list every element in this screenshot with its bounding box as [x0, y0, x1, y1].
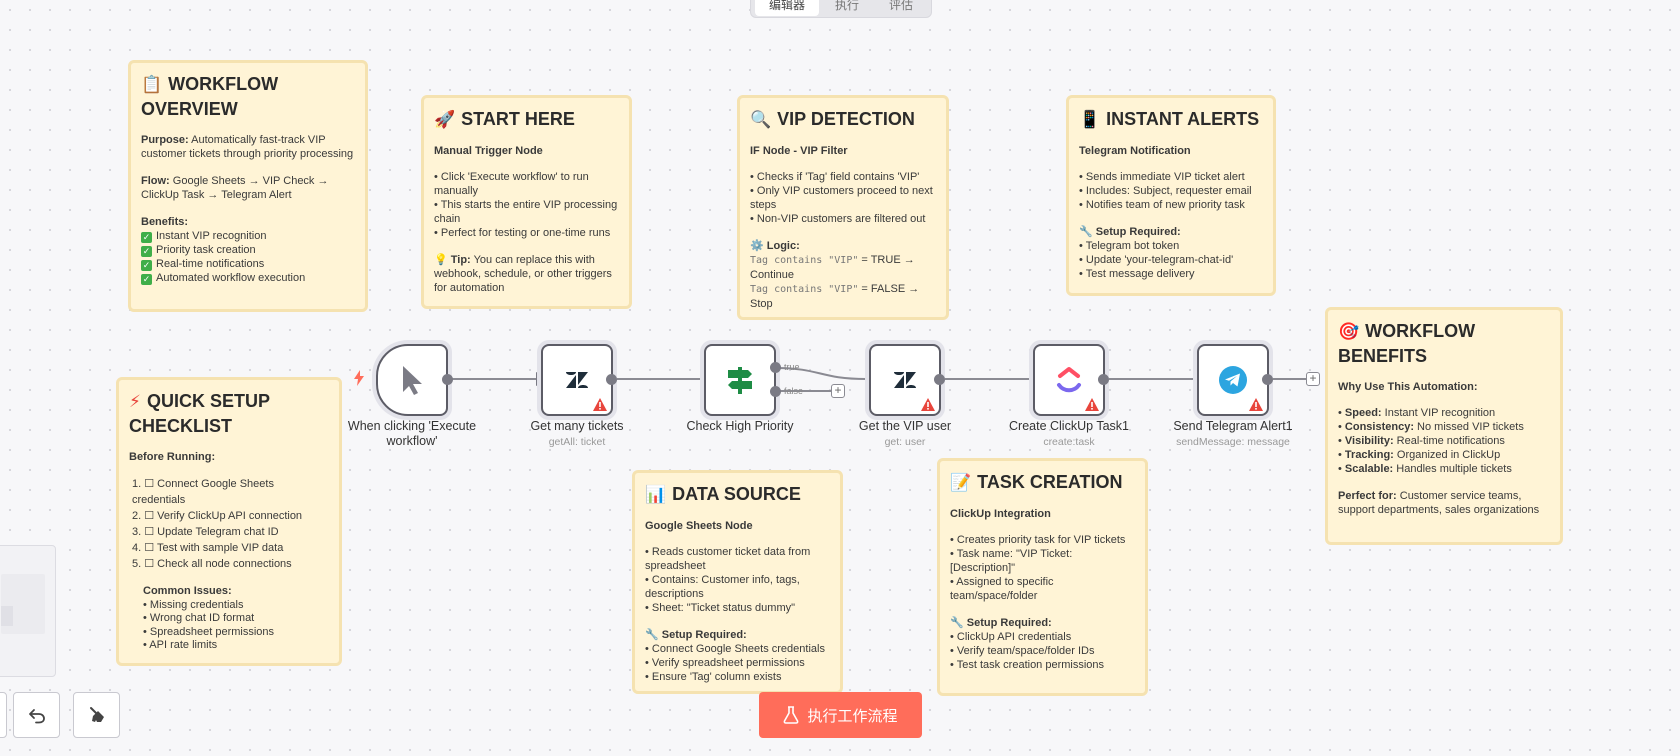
- wrench-icon: 🔧: [645, 629, 659, 641]
- warning-icon: [593, 398, 607, 411]
- phone-icon: 📱: [1079, 110, 1101, 129]
- edge-true-get-user: [775, 367, 867, 380]
- add-node-button[interactable]: +: [1306, 372, 1320, 386]
- node-get-vip-user[interactable]: [869, 344, 941, 416]
- lightbulb-icon: 💡: [434, 254, 448, 266]
- note-data-source[interactable]: 📊DATA SOURCE Google Sheets Node • Reads …: [632, 470, 843, 694]
- target-icon: 🎯: [1338, 322, 1360, 341]
- input-port[interactable]: [536, 372, 542, 386]
- zendesk-icon: [871, 346, 939, 414]
- node-check-high-priority[interactable]: [704, 344, 776, 416]
- note-workflow-overview[interactable]: 📋WORKFLOW OVERVIEW Purpose: Automaticall…: [128, 60, 368, 312]
- output-port-true[interactable]: [770, 362, 781, 373]
- output-port[interactable]: [1262, 374, 1273, 385]
- broom-icon: [89, 707, 104, 722]
- node-send-telegram-alert[interactable]: [1197, 344, 1269, 416]
- undo-button[interactable]: [13, 692, 60, 738]
- note-start-here[interactable]: 🚀START HERE Manual Trigger Node • Click …: [421, 95, 632, 309]
- note-quick-setup-checklist[interactable]: ⚡QUICK SETUP CHECKLIST Before Running: 1…: [116, 377, 342, 666]
- output-port[interactable]: [1098, 374, 1109, 385]
- edge-label-false: false: [784, 386, 804, 396]
- tab-editor[interactable]: 编辑器: [755, 0, 820, 16]
- output-port[interactable]: [442, 374, 453, 385]
- bar-chart-icon: 📊: [645, 485, 667, 504]
- note-instant-alerts[interactable]: 📱INSTANT ALERTS Telegram Notification • …: [1066, 95, 1276, 296]
- magnifier-icon: 🔍: [750, 110, 772, 129]
- node-manual-trigger[interactable]: [376, 344, 448, 416]
- node-label: When clicking 'Execute workflow': [347, 419, 477, 448]
- node-create-clickup-task[interactable]: [1033, 344, 1105, 416]
- node-label: Check High Priority: [686, 419, 794, 433]
- note-workflow-benefits[interactable]: 🎯WORKFLOW BENEFITS Why Use This Automati…: [1325, 307, 1563, 545]
- lightning-icon: ⚡: [129, 392, 141, 411]
- node-label: Send Telegram Alert1: [1173, 419, 1293, 433]
- checkmark-icon: ✓: [141, 246, 152, 257]
- checkmark-icon: ✓: [141, 232, 152, 243]
- gear-icon: ⚙️: [750, 240, 764, 252]
- zendesk-icon: [543, 346, 611, 414]
- node-label: Get the VIP user: [858, 419, 952, 433]
- view-tabs: 编辑器 执行 评估: [750, 0, 933, 18]
- node-get-many-tickets[interactable]: [541, 344, 613, 416]
- node-label: Get many tickets: [530, 419, 624, 433]
- node-label: Create ClickUp Task1: [1009, 419, 1129, 433]
- cursor-icon: [378, 346, 446, 414]
- signpost-icon: [706, 346, 774, 414]
- output-port[interactable]: [934, 374, 945, 385]
- output-port-false[interactable]: [770, 386, 781, 397]
- warning-icon: [1085, 398, 1099, 411]
- telegram-icon: [1199, 346, 1267, 414]
- add-node-button[interactable]: +: [831, 384, 845, 398]
- checkmark-icon: ✓: [141, 274, 152, 285]
- execute-workflow-button[interactable]: 执行工作流程: [759, 692, 922, 738]
- tab-executions[interactable]: 执行: [835, 0, 860, 12]
- rocket-icon: 🚀: [434, 110, 456, 129]
- note-task-creation[interactable]: 📝TASK CREATION ClickUp Integration • Cre…: [937, 458, 1148, 696]
- side-panel: [0, 545, 56, 677]
- flask-icon: [784, 706, 799, 724]
- undo-icon: [28, 709, 45, 724]
- note-title: WORKFLOW OVERVIEW: [141, 74, 279, 119]
- warning-icon: [921, 398, 935, 411]
- tab-evaluations[interactable]: 评估: [889, 0, 914, 12]
- warning-icon: [1249, 398, 1263, 411]
- output-port[interactable]: [606, 374, 617, 385]
- node-subtitle: create:task: [1043, 436, 1095, 448]
- note-vip-detection[interactable]: 🔍VIP DETECTION IF Node - VIP Filter • Ch…: [737, 95, 949, 320]
- wrench-icon: 🔧: [1079, 226, 1093, 238]
- edge-label-true: true: [784, 362, 800, 372]
- clear-execution-button[interactable]: [73, 692, 120, 738]
- trigger-bolt-icon: [354, 370, 364, 386]
- checkmark-icon: ✓: [141, 260, 152, 271]
- clipboard-icon: 📋: [141, 75, 163, 94]
- wrench-icon: 🔧: [950, 617, 964, 629]
- node-subtitle: sendMessage: message: [1176, 436, 1290, 448]
- clickup-icon: [1035, 346, 1103, 414]
- node-subtitle: getAll: ticket: [548, 436, 606, 448]
- node-subtitle: get: user: [884, 436, 926, 448]
- execute-workflow-label: 执行工作流程: [807, 706, 898, 725]
- memo-icon: 📝: [950, 473, 972, 492]
- partial-control-button[interactable]: [0, 692, 7, 738]
